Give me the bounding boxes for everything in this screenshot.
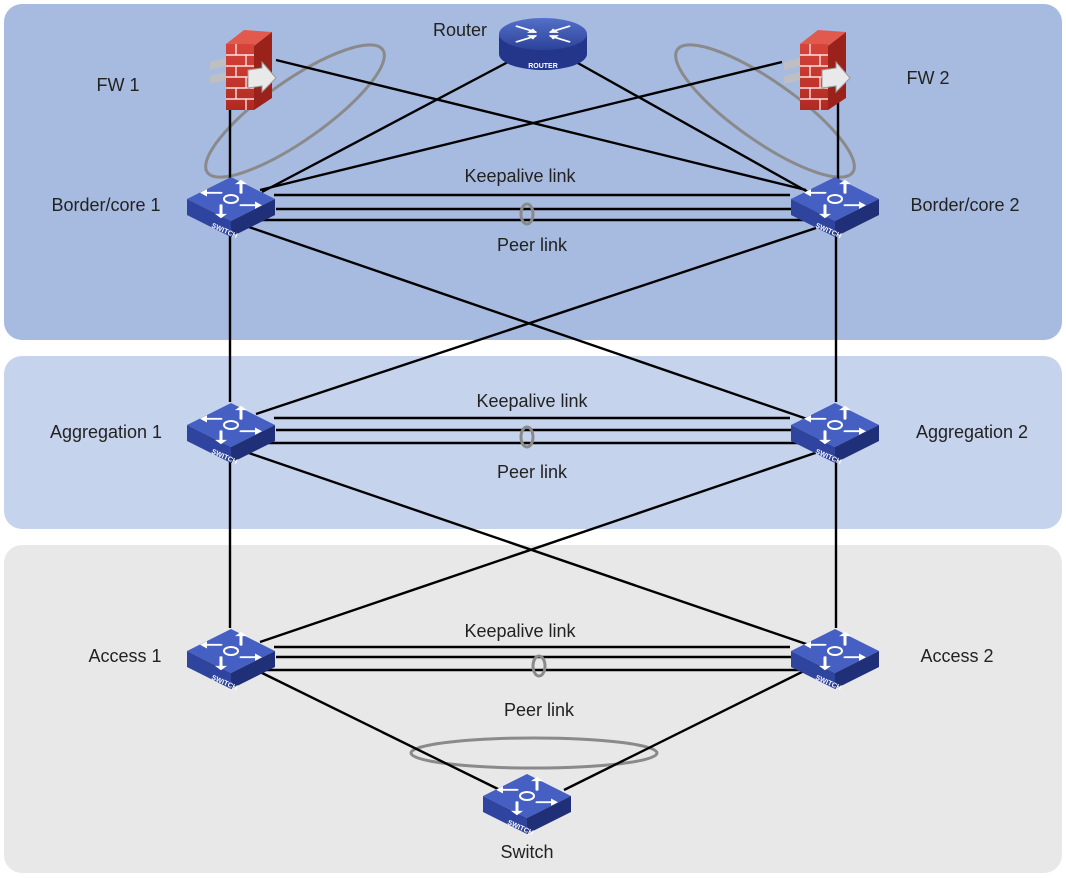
acc2-label: Access 2 [920, 646, 993, 666]
router-label: Router [433, 20, 487, 40]
core1-label: Border/core 1 [51, 195, 160, 215]
fw1-label: FW 1 [97, 75, 140, 95]
switch-label: Switch [500, 842, 553, 862]
link-agg1-acc2 [245, 450, 813, 648]
link-core2-agg1 [255, 226, 817, 416]
link-agg2-acc1 [259, 450, 819, 644]
agg-peer-label: Peer link [497, 462, 568, 482]
agg-peer-lag-ellipse [519, 425, 535, 449]
router-caption: ROUTER [528, 63, 558, 70]
access-keepalive-label: Keepalive link [464, 621, 576, 641]
agg-keepalive-label: Keepalive link [476, 391, 588, 411]
core-keepalive-label: Keepalive link [464, 166, 576, 186]
switch-uplink-lag-ellipse [409, 736, 659, 770]
router-icon [499, 18, 587, 70]
agg1-label: Aggregation 1 [50, 422, 162, 442]
link-router-core1 [261, 60, 509, 194]
agg2-label: Aggregation 2 [916, 422, 1028, 442]
core1-uplink-lag-ellipse [204, 43, 386, 179]
link-acc2-switch [563, 666, 811, 792]
link-fw2-core1 [259, 60, 783, 192]
access-peer-label: Peer link [504, 700, 575, 720]
router-device: ROUTER [499, 18, 587, 70]
access-layer-band [4, 545, 1062, 873]
core-peer-lag-ellipse [519, 202, 535, 226]
link-acc1-switch [255, 668, 501, 792]
link-router-core2 [575, 60, 809, 194]
core2-label: Border/core 2 [910, 195, 1019, 215]
fw2-label: FW 2 [907, 68, 950, 88]
access-peer-lag-ellipse [531, 654, 547, 678]
core2-uplink-lag-ellipse [674, 43, 856, 179]
core-peer-label: Peer link [497, 235, 568, 255]
link-fw1-core2 [275, 58, 807, 192]
acc1-label: Access 1 [88, 646, 161, 666]
